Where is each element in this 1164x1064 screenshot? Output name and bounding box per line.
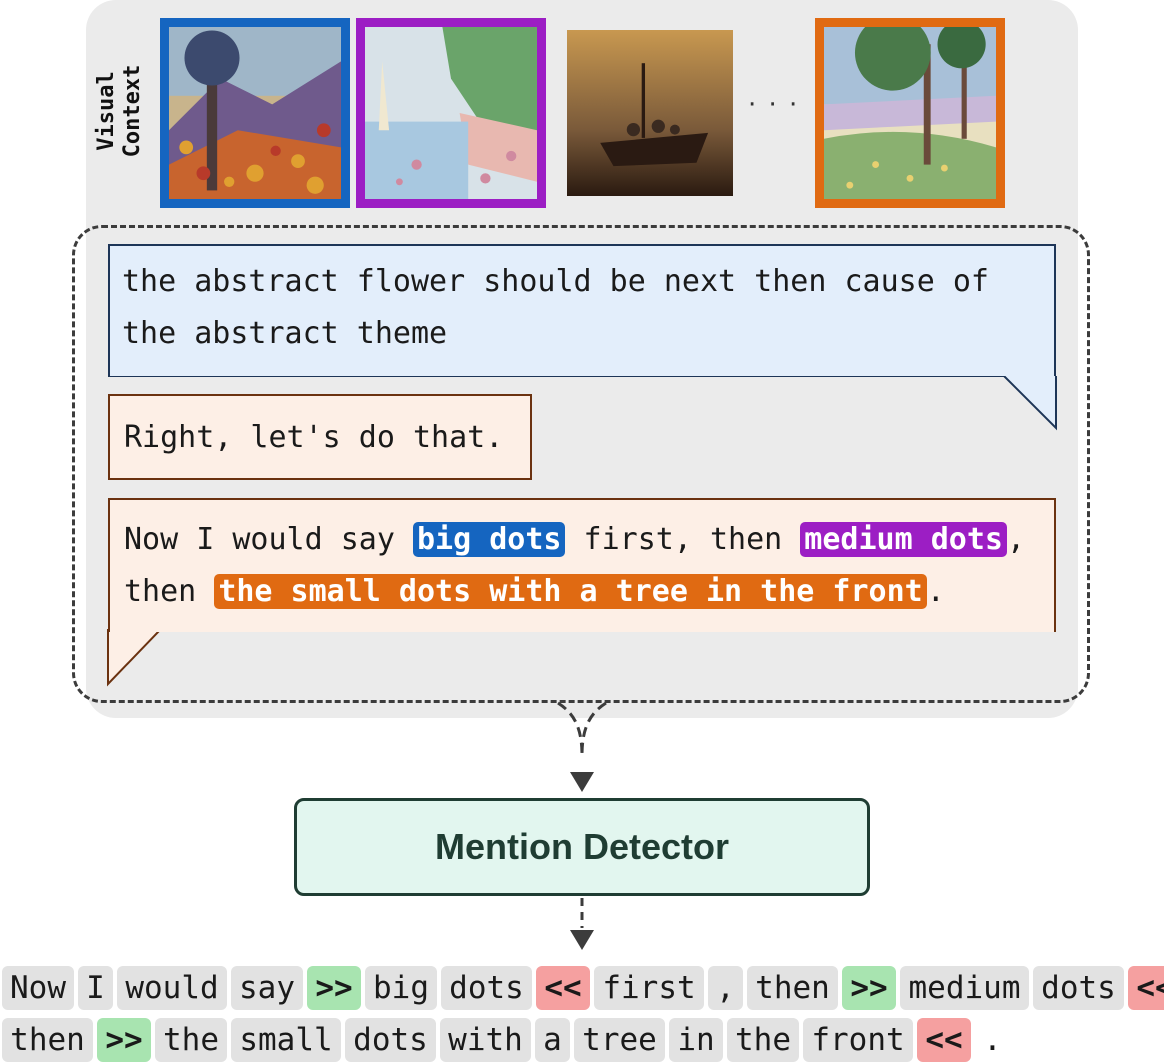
mention-start-marker: >> (307, 966, 361, 1010)
painting-medium-dots (356, 18, 546, 208)
token: medium (900, 966, 1029, 1010)
token: the (727, 1018, 799, 1062)
mention-start-marker: >> (842, 966, 896, 1010)
token: front (803, 1018, 913, 1062)
token: dots (1033, 966, 1124, 1010)
token: say (231, 966, 303, 1010)
painting-big-dots (160, 18, 350, 208)
dialogue-box (72, 225, 1090, 703)
mention-end-marker: << (536, 966, 590, 1010)
utterance-text: first, then (565, 522, 801, 557)
mention-start-marker: >> (97, 1018, 151, 1062)
token: the (155, 1018, 227, 1062)
token: I (78, 966, 113, 1010)
painting-small-dots-tree (815, 18, 1005, 208)
utterance-text: Right, let's do that. (124, 420, 504, 455)
utterance-text: Now I would say (124, 522, 413, 557)
token: , (708, 966, 743, 1010)
token: dots (441, 966, 532, 1010)
token: with (440, 1018, 531, 1062)
more-images-ellipsis: · · · (748, 90, 800, 120)
token: . (983, 1022, 1002, 1058)
token: first (594, 966, 704, 1010)
token: dots (345, 1018, 436, 1062)
utterance-text: the abstract flower should be next then … (122, 264, 989, 351)
mention-end-marker: << (1128, 966, 1164, 1010)
mention-small-dots: the small dots with a tree in the front (214, 574, 927, 609)
utterance-text: , (1006, 522, 1026, 557)
token: then (747, 966, 838, 1010)
mention-medium-dots: medium dots (800, 522, 1007, 557)
utterance-user-1: the abstract flower should be next then … (108, 244, 1056, 376)
token: Now (2, 966, 74, 1010)
mention-end-marker: << (917, 1018, 971, 1062)
token: tree (574, 1018, 665, 1062)
token: in (669, 1018, 723, 1062)
token: would (117, 966, 227, 1010)
utterance-text: . (926, 574, 945, 609)
utterance-partner-1: Right, let's do that. (108, 394, 532, 480)
mention-big-dots: big dots (412, 522, 566, 557)
token: then (2, 1018, 93, 1062)
utterance-text: then (124, 574, 215, 609)
token: big (365, 966, 437, 1010)
mention-detector-label: Mention Detector (434, 826, 729, 867)
painting-boat (567, 30, 733, 196)
mention-detector-box: Mention Detector (294, 798, 870, 896)
token: a (535, 1018, 570, 1062)
token: small (231, 1018, 341, 1062)
utterance-partner-2: Now I would say big dots first, then med… (108, 498, 1056, 632)
